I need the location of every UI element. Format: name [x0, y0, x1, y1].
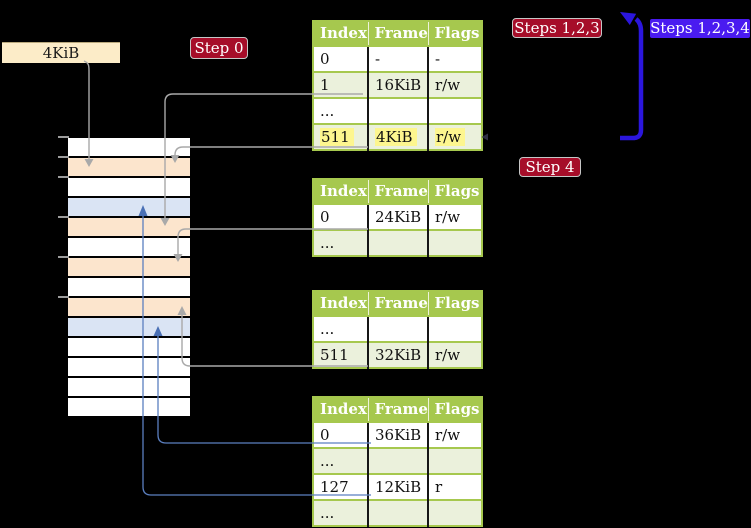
col-header-index: Index — [313, 397, 368, 423]
memory-tick — [58, 175, 69, 178]
cell-index: 1 — [313, 71, 368, 98]
memory-tick — [58, 295, 69, 298]
table-row: ... — [313, 229, 482, 256]
cell-frame: 4KiB — [367, 123, 428, 150]
memory-frame-row-blue — [68, 318, 190, 336]
col-header-flags: Flags — [427, 179, 482, 205]
memory-tick — [58, 215, 69, 218]
col-header-frame: Frame — [367, 291, 428, 317]
table-row: ... — [313, 315, 482, 342]
col-header-frame: Frame — [367, 21, 428, 47]
cell-frame: 32KiB — [367, 341, 428, 368]
cell-frame — [367, 97, 428, 124]
cell-frame — [367, 447, 428, 474]
cell-frame: 36KiB — [367, 421, 428, 448]
cell-flags: - — [427, 45, 482, 72]
highlight-text: 511 — [320, 128, 354, 146]
col-header-frame: Frame — [367, 179, 428, 205]
table-row: 0 - - — [313, 45, 482, 72]
cell-frame — [367, 229, 428, 256]
memory-frame-row-white — [68, 398, 190, 416]
step4-badge: Step 4 — [519, 157, 581, 177]
memory-frame-row-orange — [68, 298, 190, 316]
page-table-second: Index Frame Flags 0 24KiB r/w ... — [312, 178, 483, 257]
physical-memory-strip — [68, 138, 190, 416]
memory-tick — [58, 255, 69, 258]
memory-frame-row-white — [68, 278, 190, 296]
page-table-bottom: Index Frame Flags 0 36KiB r/w ... 127 12… — [312, 396, 483, 527]
memory-frame-row-orange — [68, 158, 190, 176]
cell-index: 511 — [313, 123, 368, 150]
highlight-text: r/w — [435, 128, 466, 146]
cell-frame — [367, 499, 428, 526]
cell-index: ... — [313, 315, 368, 342]
col-header-flags: Flags — [427, 291, 482, 317]
cell-flags: r — [427, 473, 482, 500]
cell-frame: 24KiB — [367, 203, 428, 230]
table-row-highlighted: 511 4KiB r/w — [313, 123, 482, 150]
cell-index: ... — [313, 447, 368, 474]
cell-index: 0 — [313, 421, 368, 448]
arrow-steps-bracket — [620, 17, 644, 141]
memory-tick — [58, 136, 69, 138]
steps1234-badge: Steps 1,2,3,4 — [650, 19, 750, 38]
memory-tick — [58, 155, 69, 158]
cell-flags — [427, 97, 482, 124]
cell-flags: r/w — [427, 341, 482, 368]
cell-index: ... — [313, 97, 368, 124]
col-header-index: Index — [313, 291, 368, 317]
cell-frame: 12KiB — [367, 473, 428, 500]
cell-flags: r/w — [427, 421, 482, 448]
table-row: ... — [313, 447, 482, 474]
cell-flags — [427, 499, 482, 526]
highlight-text: 4KiB — [375, 128, 417, 146]
cell-index: 511 — [313, 341, 368, 368]
steps123-badge: Steps 1,2,3 — [512, 18, 602, 38]
cell-frame — [367, 315, 428, 342]
memory-frame-row-white — [68, 378, 190, 396]
memory-frame-row-white — [68, 178, 190, 196]
cell-flags — [427, 229, 482, 256]
cell-index: 0 — [313, 203, 368, 230]
header-row: Index Frame Flags — [313, 21, 482, 47]
table-row: ... — [313, 499, 482, 526]
memory-frame-row-white — [68, 238, 190, 256]
page-size-label: 4KiB — [2, 42, 120, 63]
cell-flags: r/w — [427, 71, 482, 98]
memory-frame-row-orange — [68, 258, 190, 276]
table-row: 0 24KiB r/w — [313, 203, 482, 230]
table-row: 0 36KiB r/w — [313, 421, 482, 448]
table-row: 511 32KiB r/w — [313, 341, 482, 368]
cell-index: ... — [313, 499, 368, 526]
memory-frame-row-white — [68, 358, 190, 376]
memory-frame-row-blue — [68, 198, 190, 216]
cell-flags — [427, 315, 482, 342]
cell-flags: r/w — [427, 203, 482, 230]
memory-frame-row-white — [68, 338, 190, 356]
col-header-frame: Frame — [367, 397, 428, 423]
page-table-third: Index Frame Flags ... 511 32KiB r/w — [312, 290, 483, 369]
cell-index: 127 — [313, 473, 368, 500]
header-row: Index Frame Flags — [313, 397, 482, 423]
cell-flags: r/w — [427, 123, 482, 150]
col-header-index: Index — [313, 21, 368, 47]
table-row: 127 12KiB r — [313, 473, 482, 500]
table-row: 1 16KiB r/w — [313, 71, 482, 98]
col-header-flags: Flags — [427, 21, 482, 47]
cell-flags — [427, 447, 482, 474]
col-header-flags: Flags — [427, 397, 482, 423]
header-row: Index Frame Flags — [313, 291, 482, 317]
col-header-index: Index — [313, 179, 368, 205]
cell-index: ... — [313, 229, 368, 256]
memory-frame-row-orange — [68, 218, 190, 236]
cell-index: 0 — [313, 45, 368, 72]
memory-frame-row-white — [68, 138, 190, 156]
header-row: Index Frame Flags — [313, 179, 482, 205]
cell-frame: - — [367, 45, 428, 72]
table-row: ... — [313, 97, 482, 124]
step0-badge: Step 0 — [190, 37, 248, 59]
page-table-top: Index Frame Flags 0 - - 1 16KiB r/w ... … — [312, 20, 483, 151]
cell-frame: 16KiB — [367, 71, 428, 98]
arrowhead-upleft-icon — [620, 12, 637, 25]
